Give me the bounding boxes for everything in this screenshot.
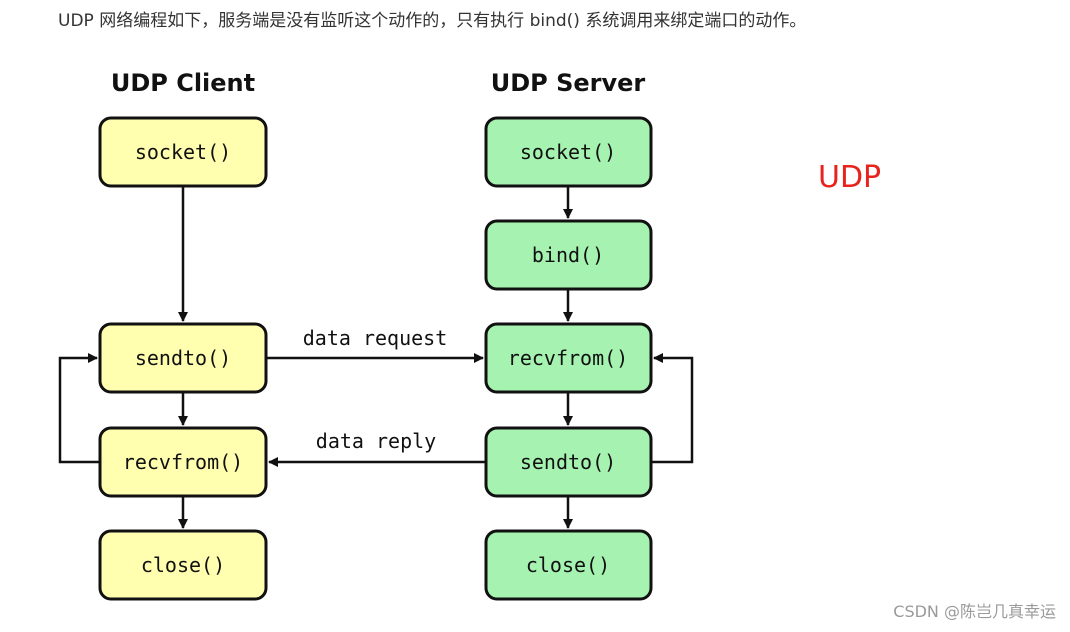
intro-text: UDP 网络编程如下，服务端是没有监听这个动作的，只有执行 bind() 系统调… (58, 11, 807, 31)
server-socket-label: socket() (520, 140, 616, 164)
udp-side-label: UDP (818, 160, 882, 195)
server-recvfrom-box: recvfrom() (484, 322, 653, 394)
server-bind-label: bind() (532, 243, 604, 267)
server-title: UDP Server (491, 69, 646, 97)
client-sendto-box: sendto() (98, 322, 268, 394)
client-title: UDP Client (111, 69, 255, 97)
client-close-label: close() (141, 553, 225, 577)
watermark: CSDN @陈岂几真幸运 (893, 602, 1056, 621)
client-recvfrom-label: recvfrom() (123, 450, 243, 474)
client-sendto-label: sendto() (135, 346, 231, 370)
server-sendto-label: sendto() (520, 450, 616, 474)
client-recvfrom-box: recvfrom() (98, 426, 268, 498)
client-socket-box: socket() (98, 116, 268, 188)
server-bind-box: bind() (484, 219, 653, 291)
data-request-label: data request (303, 326, 448, 350)
client-socket-label: socket() (135, 140, 231, 164)
server-recvfrom-label: recvfrom() (508, 346, 628, 370)
server-socket-box: socket() (484, 116, 653, 188)
server-loop-arrow (651, 353, 694, 464)
data-reply-label: data reply (316, 429, 436, 453)
server-close-label: close() (526, 553, 610, 577)
server-sendto-box: sendto() (484, 426, 653, 498)
server-close-box: close() (484, 529, 653, 601)
client-loop-arrow (58, 353, 100, 464)
client-close-box: close() (98, 529, 268, 601)
